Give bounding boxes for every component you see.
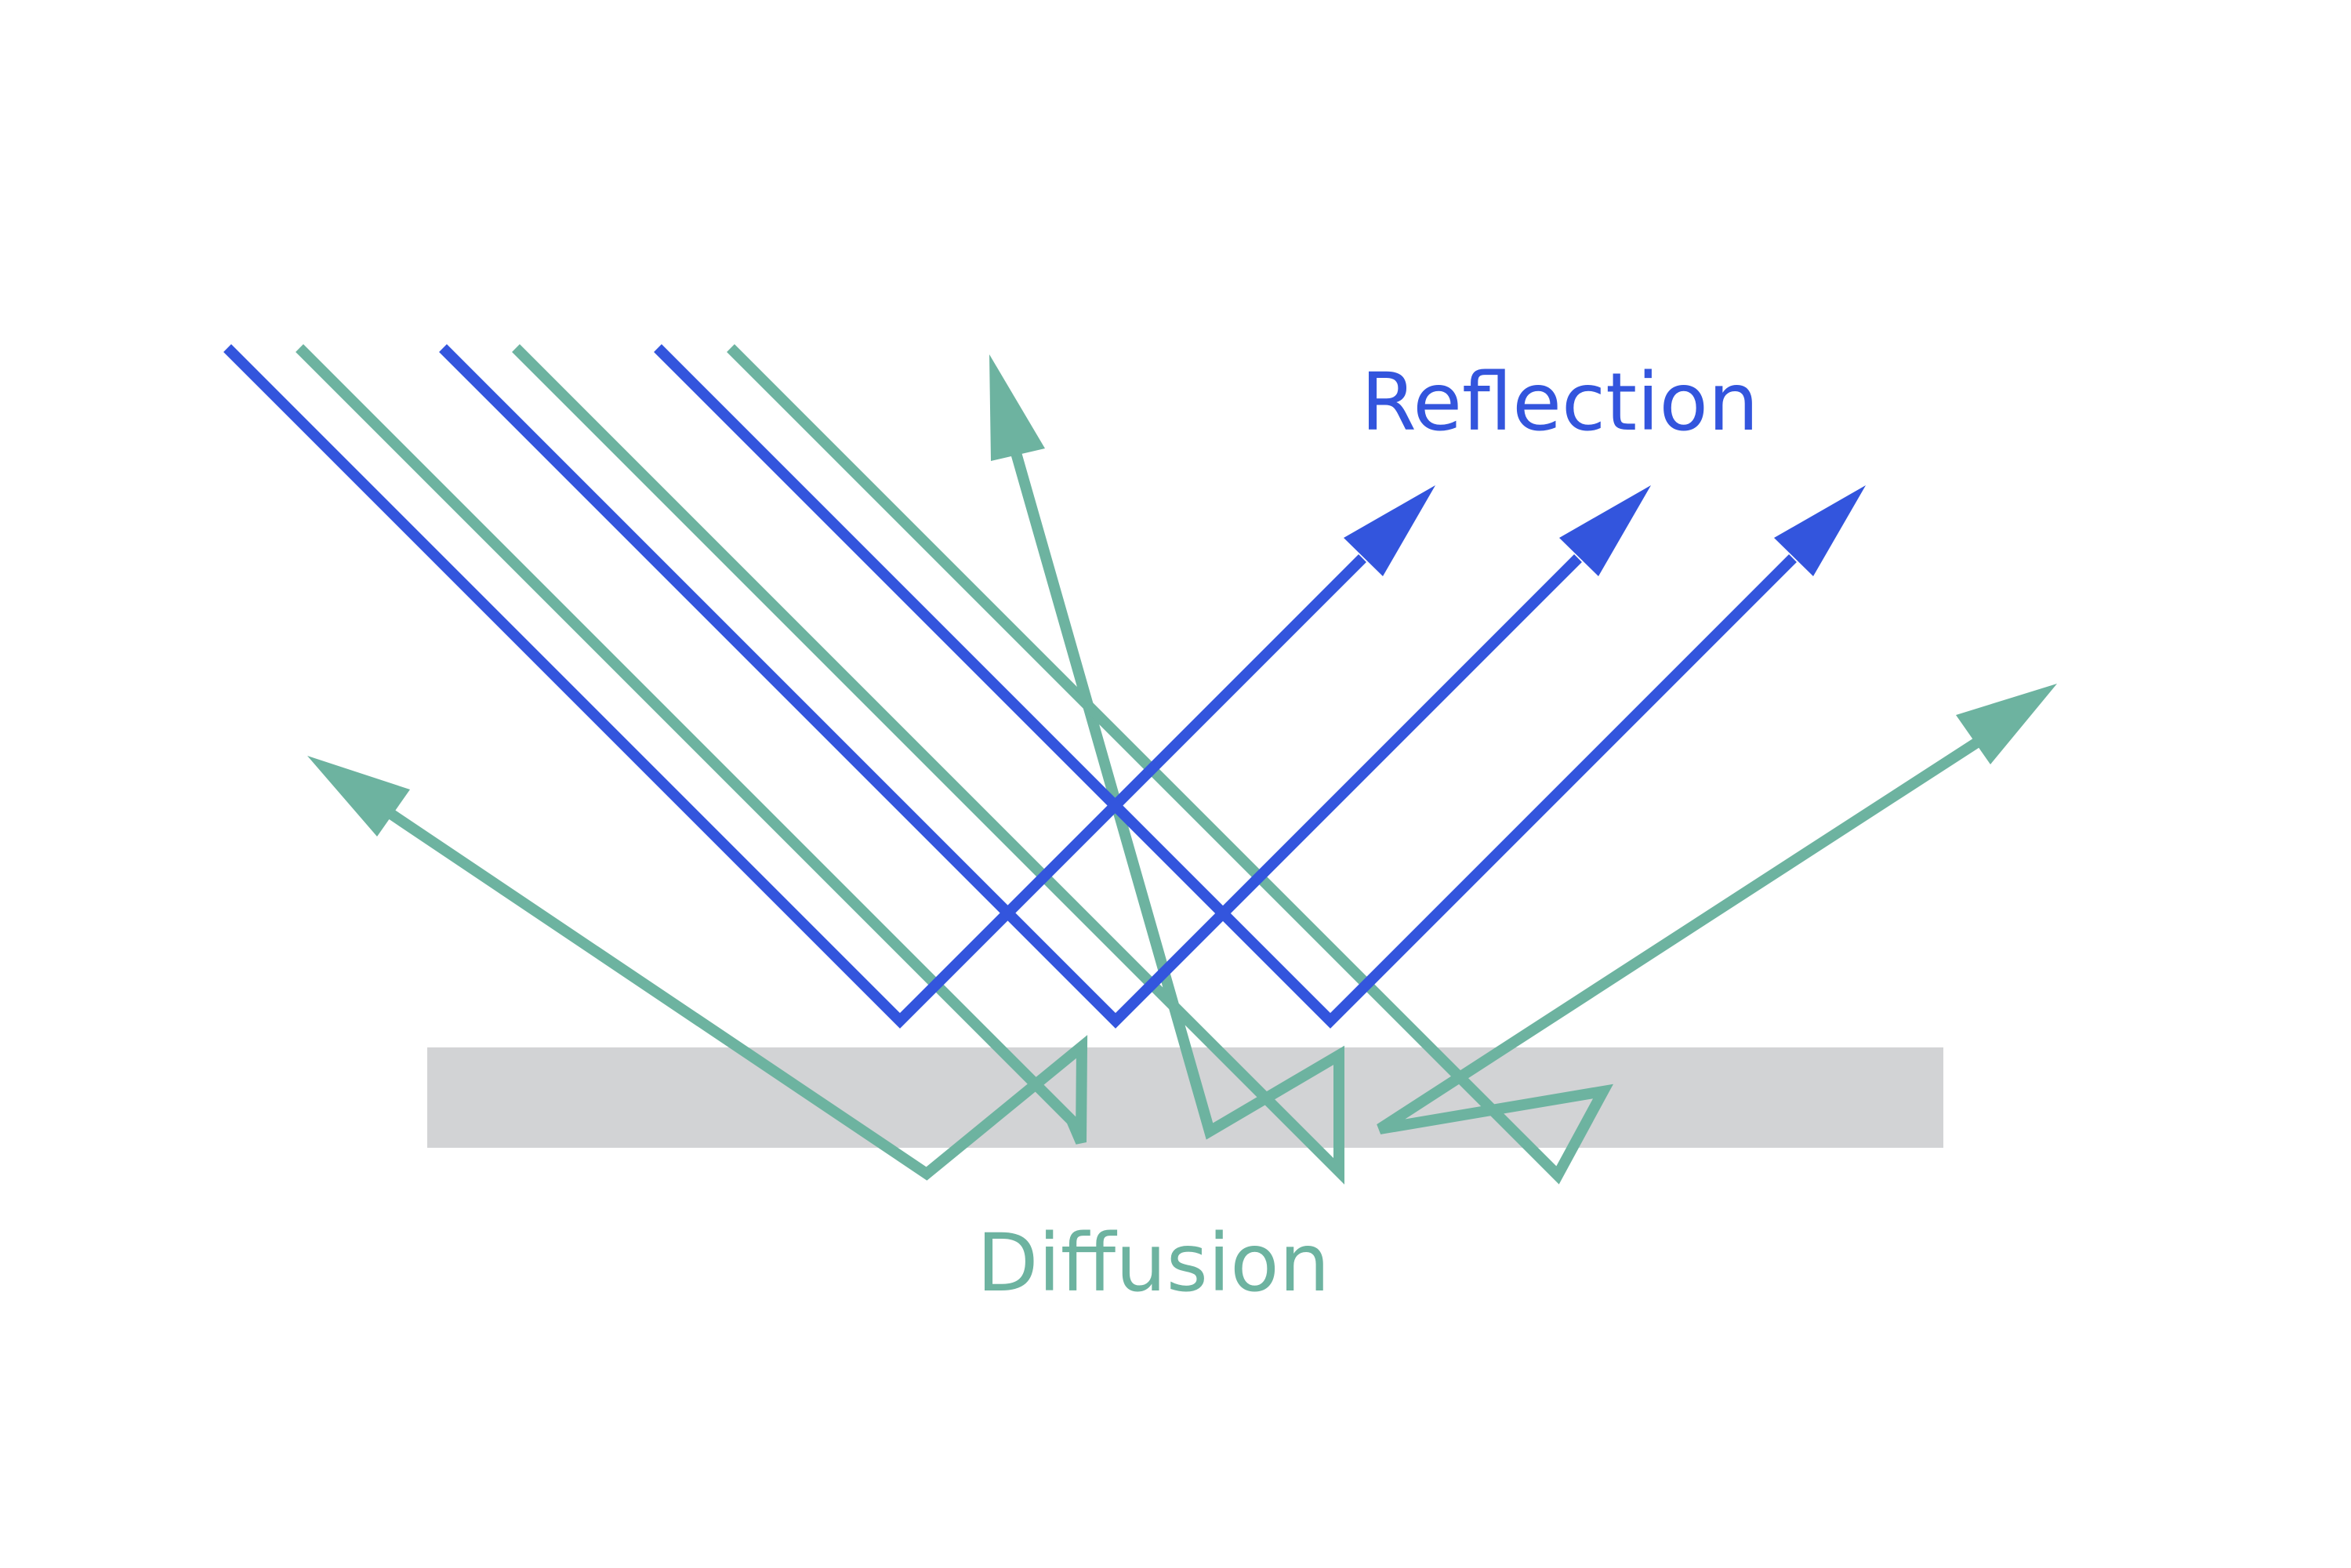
diffusion-rays <box>296 344 1983 1185</box>
diffusion-ray-2 <box>512 344 1344 1185</box>
reflection-rays <box>223 344 1797 1029</box>
diffusion-ray-1 <box>296 344 1088 1181</box>
reflection-ray-1 <box>223 344 1366 1029</box>
reflection-ray-3 <box>654 344 1797 1029</box>
diffusion-arrowheads <box>307 354 2057 837</box>
reflection-arrowhead-2 <box>1559 485 1651 576</box>
diffusion-arrowhead-up <box>989 354 1045 461</box>
diffusion-arrowhead-left <box>307 756 410 837</box>
diffusion-ray-3 <box>727 344 1983 1185</box>
reflection-arrowheads <box>1344 485 1866 576</box>
reflection-arrowhead-1 <box>1344 485 1435 576</box>
diffusion-arrowhead-right <box>1956 684 2057 764</box>
diffusion-label: Diffusion <box>977 1217 1330 1310</box>
reflection-label: Reflection <box>1361 356 1759 449</box>
reflection-arrowhead-3 <box>1774 485 1866 576</box>
reflection-ray-2 <box>439 344 1582 1029</box>
